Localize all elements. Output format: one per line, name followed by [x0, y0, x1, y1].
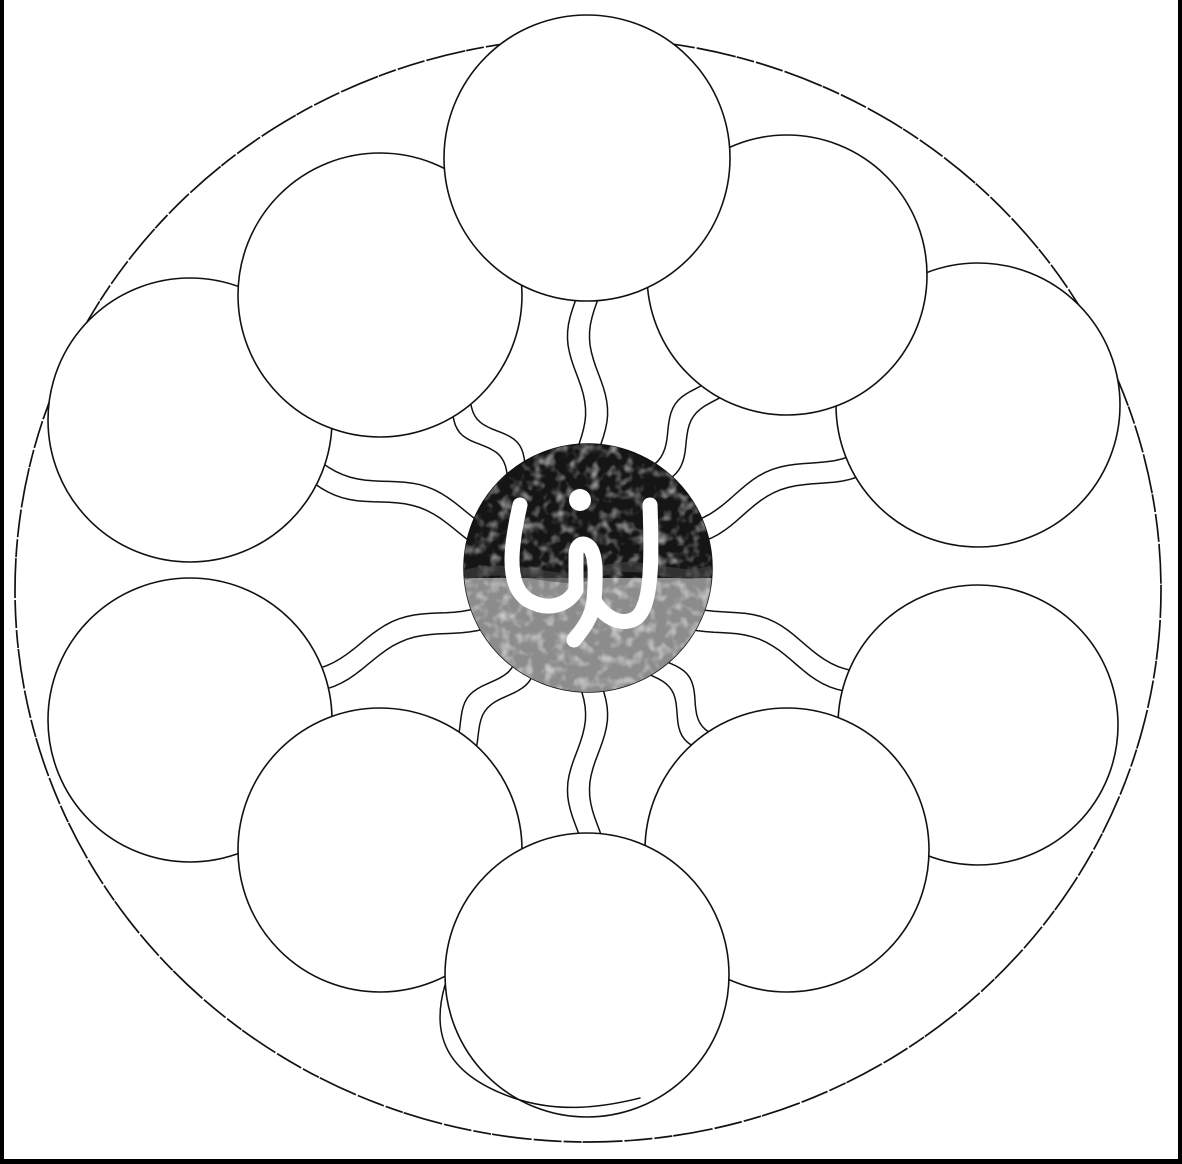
satellite-circle-bottom	[445, 833, 729, 1117]
satellite-circle-top	[444, 15, 730, 301]
